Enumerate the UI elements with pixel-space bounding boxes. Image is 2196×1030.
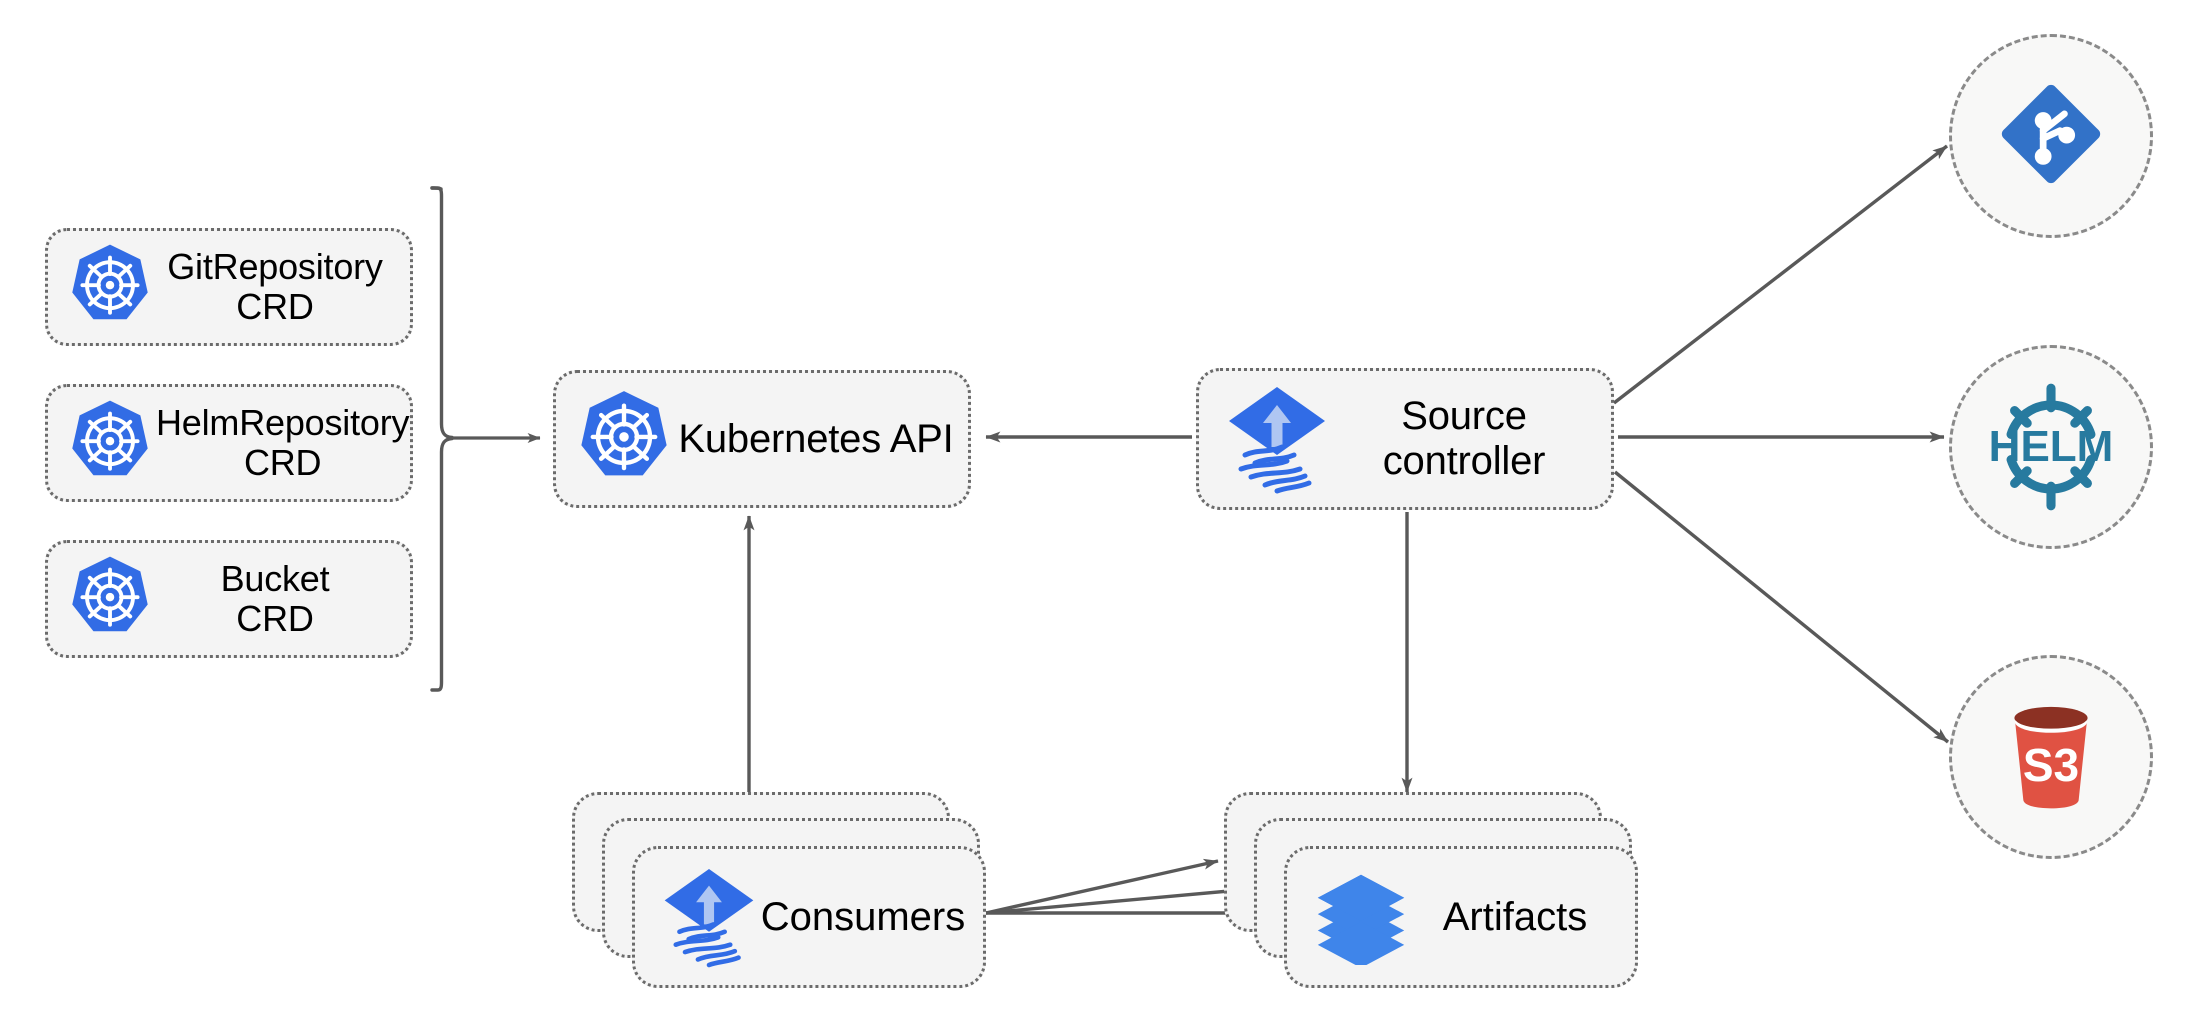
crd-label: HelmRepository CRD <box>156 401 410 483</box>
source-controller-box[interactable]: Source controller <box>1196 368 1614 510</box>
kubernetes-icon <box>64 553 156 645</box>
s3-wordmark: S3 <box>2022 739 2080 792</box>
kubernetes-icon <box>64 397 156 489</box>
helm-icon: HELM <box>1981 377 2121 517</box>
consumers-box[interactable]: Consumers <box>632 846 986 988</box>
flux-icon <box>659 865 759 969</box>
crd-group-brace <box>430 186 541 692</box>
layers-icon <box>1311 865 1411 969</box>
kubernetes-icon <box>572 387 676 491</box>
crd-label: Bucket CRD <box>220 557 330 639</box>
source-controller-label: Source controller <box>1382 394 1546 483</box>
crd-box-gitrepository[interactable]: GitRepository CRD <box>45 228 413 346</box>
kubernetes-api-box[interactable]: Kubernetes API <box>553 370 971 508</box>
s3-bucket-icon: S3 <box>1992 698 2110 816</box>
artifacts-label: Artifacts <box>1442 894 1588 939</box>
edge-source-to-s3 <box>1613 470 1950 744</box>
crd-box-helmrepository[interactable]: HelmRepository CRD <box>45 384 413 502</box>
kubernetes-icon <box>64 241 156 333</box>
flux-icon <box>1225 384 1329 494</box>
edge-source-to-git <box>1612 144 1949 405</box>
helm-endpoint[interactable]: HELM <box>1949 345 2153 549</box>
git-endpoint[interactable] <box>1949 34 2153 238</box>
kubernetes-api-label: Kubernetes API <box>678 416 954 461</box>
consumers-label: Consumers <box>760 894 966 939</box>
helm-wordmark: HELM <box>1988 422 2114 471</box>
crd-box-bucket[interactable]: Bucket CRD <box>45 540 413 658</box>
s3-endpoint[interactable]: S3 <box>1949 655 2153 859</box>
artifacts-box[interactable]: Artifacts <box>1284 846 1638 988</box>
git-icon <box>1995 78 2107 195</box>
crd-label: GitRepository CRD <box>167 245 383 327</box>
